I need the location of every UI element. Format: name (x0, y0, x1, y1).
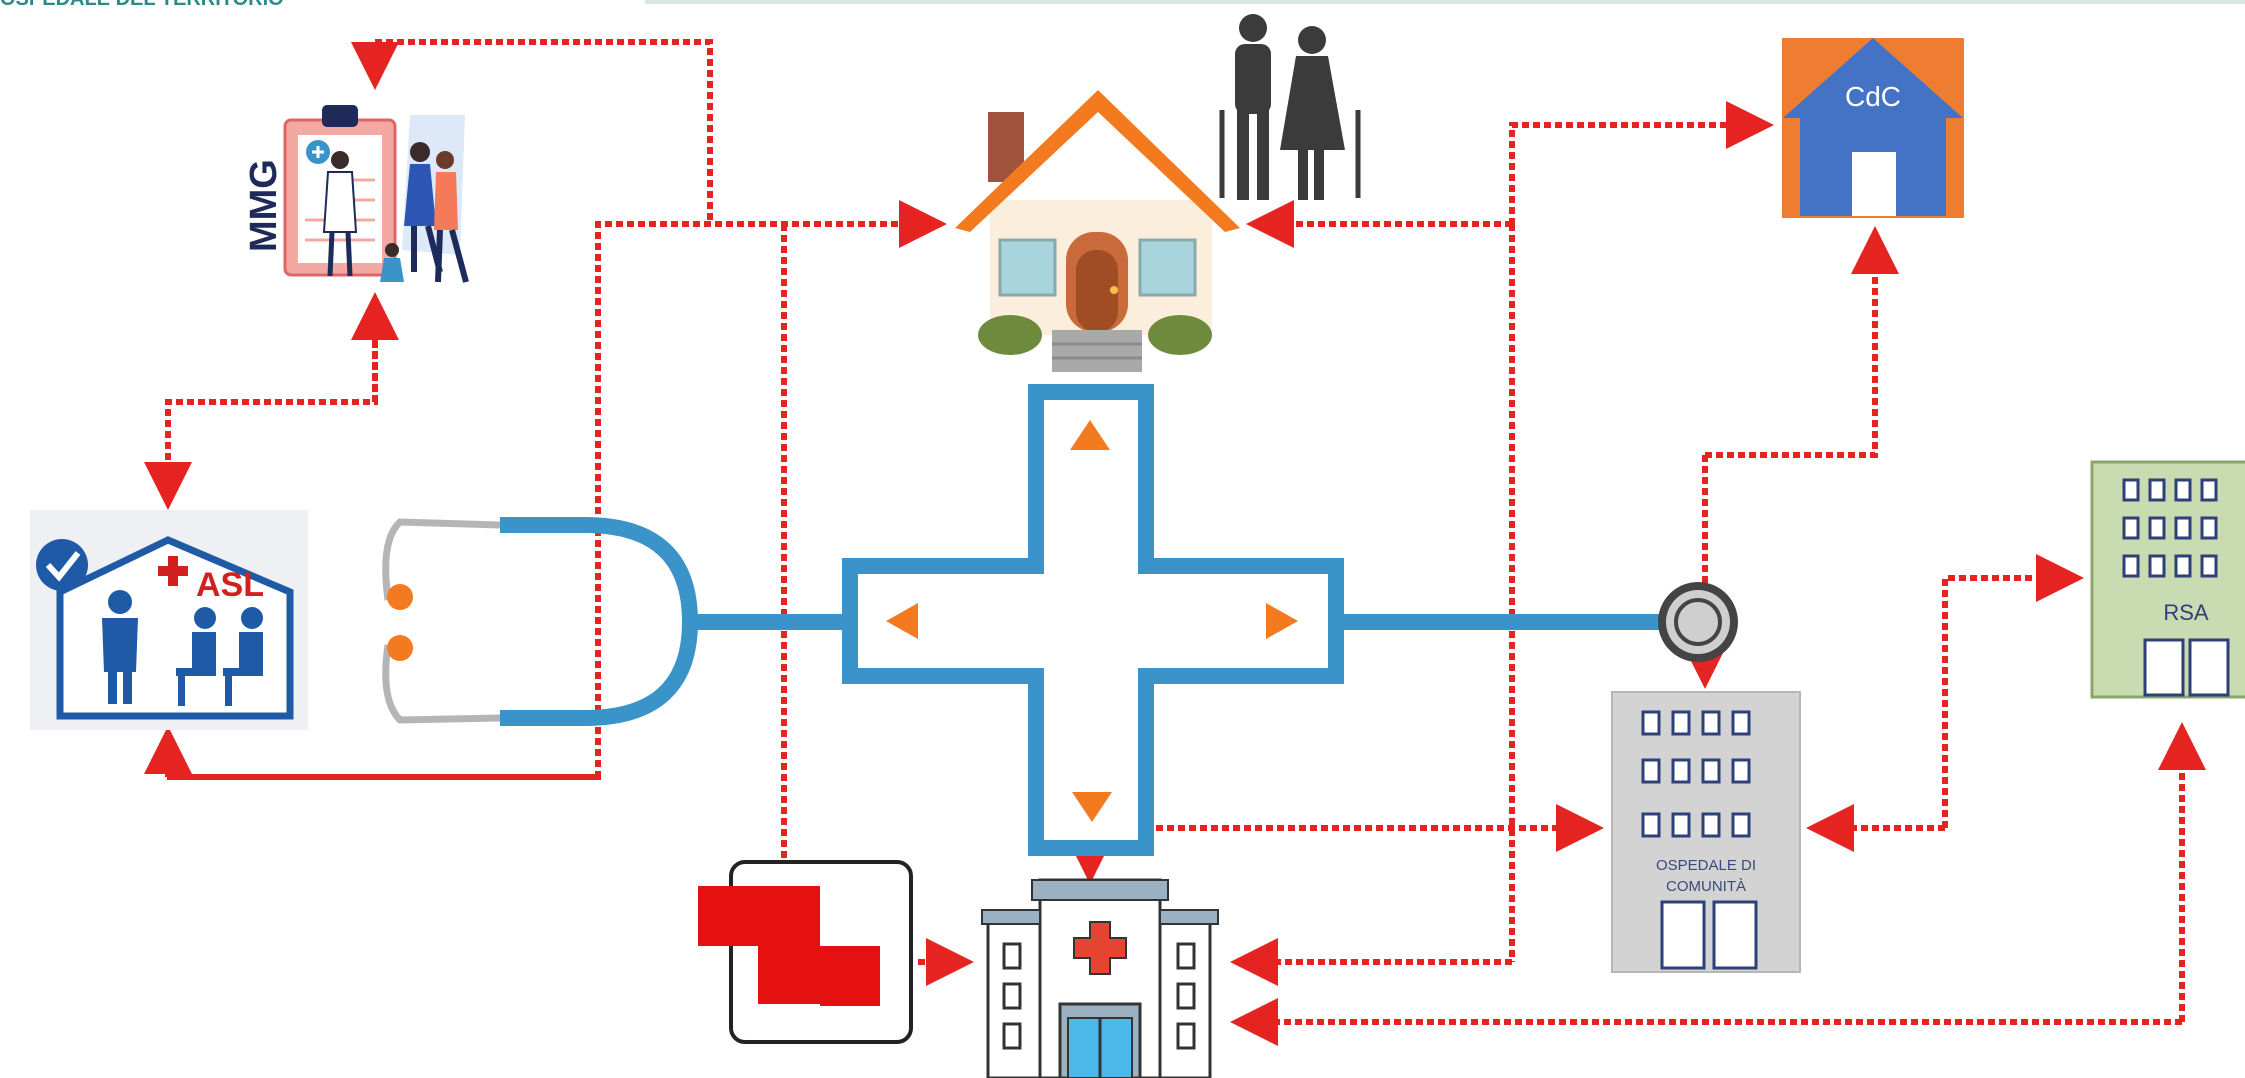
rsa-windows (2122, 478, 2230, 697)
connector-lines (144, 39, 2206, 1046)
elderly-couple-icon (1219, 14, 1361, 200)
stethoscope-node (382, 384, 1738, 856)
connector-cdc-valve (1705, 226, 1899, 458)
arrow-down-icon (1072, 792, 1112, 822)
checkmark-icon (36, 539, 88, 591)
connector-cdc (1509, 101, 1774, 225)
stethoscope-tube (500, 517, 850, 726)
house-icon (955, 90, 1240, 372)
connector-odc-rsa (1942, 554, 2084, 828)
red-cross-icon (158, 556, 188, 586)
home-node (955, 14, 1361, 372)
stethoscope-earpieces (382, 518, 501, 724)
arrow-right-icon (1266, 603, 1298, 639)
connector-mmg-home (351, 39, 713, 220)
doctor-clipboard-illustration (283, 105, 469, 283)
mmg-node: MMG (243, 105, 469, 283)
ospedale-comunita-node: OSPEDALE DI COMUNITÀ (1611, 691, 1801, 973)
asl-node: ASL (30, 510, 308, 730)
page-title: OSPEDALE DEL TERRITORIO (0, 0, 284, 11)
stethoscope-chestpiece-icon (1658, 582, 1738, 662)
top-divider (645, 0, 2245, 4)
odc-label-line2: COMUNITÀ (1666, 878, 1746, 895)
odc-windows (1641, 710, 1758, 970)
hospital-node (981, 878, 1219, 1078)
rsa-label: RSA (2163, 600, 2209, 625)
rsa-node: RSA (2090, 460, 2245, 699)
waiting-people-icon (102, 590, 263, 706)
hospital-windows (1002, 942, 1196, 1050)
cdc-node: CdC (1782, 38, 1964, 218)
medical-cross-outline (842, 384, 1344, 856)
asl-label: ASL (196, 566, 264, 604)
pharmacy-node (698, 860, 913, 1044)
hospital-cross-icon (1073, 921, 1127, 975)
top-strip: OSPEDALE DEL TERRITORIO (0, 0, 2245, 11)
red-cross-icon (698, 886, 880, 1006)
connector-mmg-asl (144, 308, 378, 510)
arrow-up-icon (1070, 420, 1110, 450)
arrow-left-icon (886, 603, 918, 639)
odc-label-line1: OSPEDALE DI (1656, 857, 1756, 874)
mmg-label: MMG (243, 159, 285, 252)
cdc-label: CdC (1845, 81, 1901, 112)
